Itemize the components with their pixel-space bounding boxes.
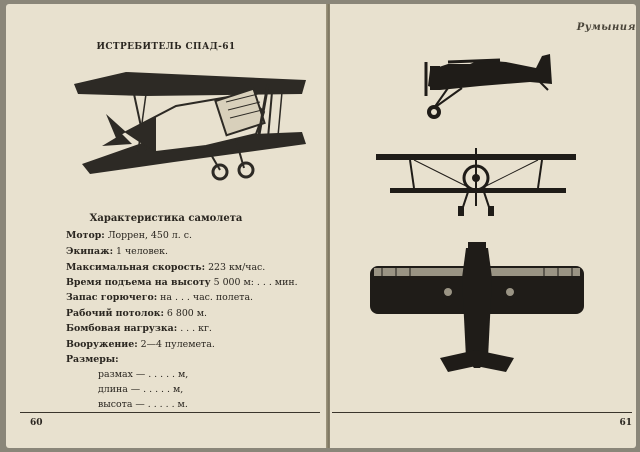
- spec-bomb-load: Бомбовая нагрузка: . . . кг.: [66, 323, 212, 334]
- left-page: ИСТРЕБИТЕЛЬ СПАД-61 Характеристика самол…: [6, 4, 326, 448]
- biplane-front-view: [376, 148, 576, 216]
- biplane-perspective-illustration: [74, 72, 306, 181]
- page-number: 61: [619, 418, 632, 428]
- dimension-span: размах — . . . . . м,: [98, 369, 189, 380]
- spec-ceiling: Рабочий потолок: 6 800 м.: [66, 308, 208, 319]
- footer-rule: [332, 412, 632, 413]
- right-page: Румыния: [330, 4, 636, 448]
- footer-rule: [20, 412, 320, 413]
- dimension-length: длина — . . . . . м,: [98, 384, 184, 395]
- spec-dimensions: Размеры:: [66, 354, 119, 365]
- dimension-height: высота — . . . . . м.: [98, 399, 188, 410]
- page-number: 60: [30, 418, 43, 428]
- page-title: ИСТРЕБИТЕЛЬ СПАД-61: [96, 42, 236, 52]
- running-header: Румыния: [576, 22, 636, 33]
- spec-armament: Вооружение: 2—4 пулемета.: [66, 339, 215, 350]
- spec-engine: Мотор: Лоррен, 450 л. с.: [66, 230, 192, 241]
- spec-crew: Экипаж: 1 человек.: [66, 246, 168, 257]
- biplane-top-view: [370, 242, 584, 372]
- spec-climb-time: Время подъема на высоту 5 000 м: . . . м…: [66, 277, 298, 288]
- specs-heading: Характеристика самолета: [89, 213, 243, 224]
- biplane-side-view: [424, 54, 552, 119]
- spec-fuel: Запас горючего: на . . . час. полета.: [66, 292, 254, 303]
- spec-max-speed: Максимальная скорость: 223 км/час.: [66, 262, 266, 273]
